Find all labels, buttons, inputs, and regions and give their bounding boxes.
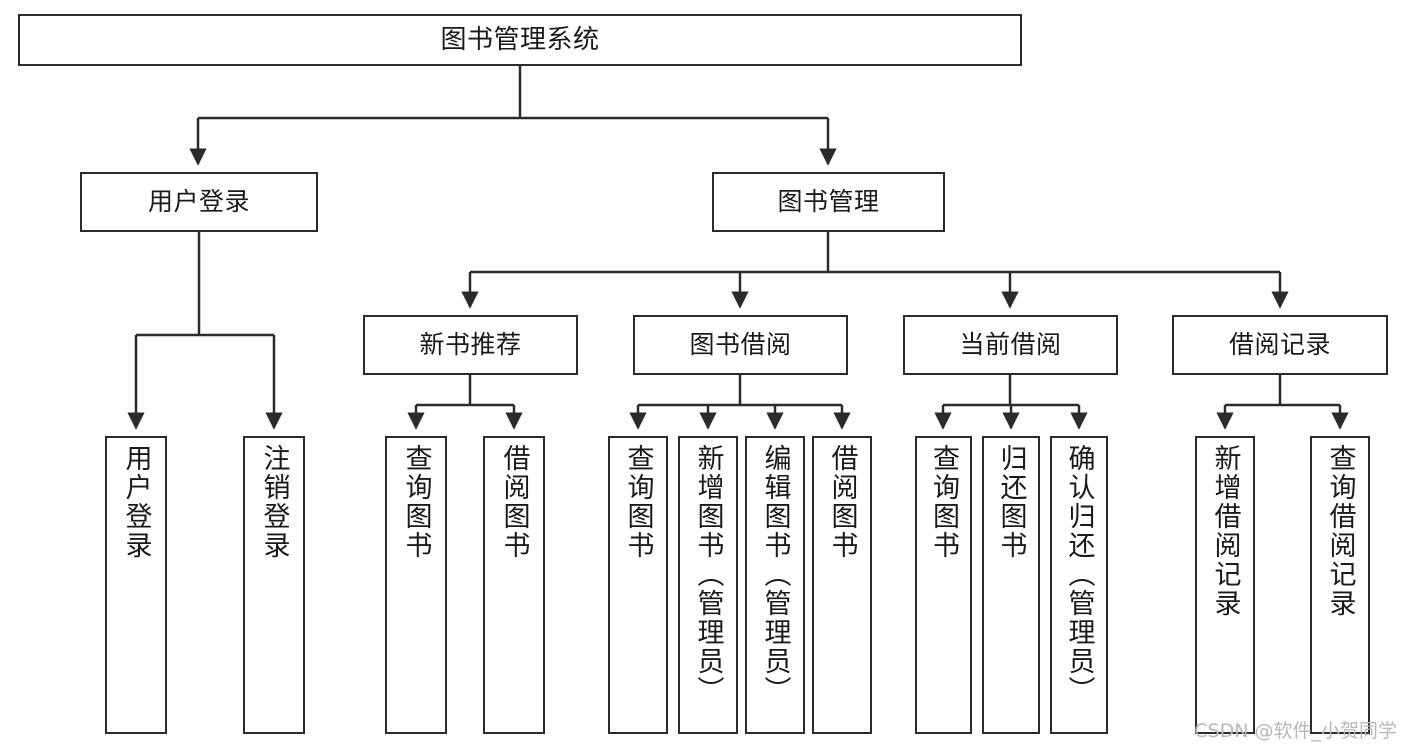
node-leaf-query-book-1[interactable]: 查询图书 [385,436,447,734]
node-new-book-rec[interactable]: 新书推荐 [363,315,578,375]
node-leaf-query-book-1-label: 查询图书 [400,444,432,560]
node-root[interactable]: 图书管理系统 [18,14,1022,66]
node-leaf-query-book-3-label: 查询图书 [928,444,959,560]
node-leaf-borrow-book-1-label: 借阅图书 [498,444,530,560]
node-leaf-borrow-book-2[interactable]: 借阅图书 [812,436,872,734]
node-book-borrow[interactable]: 图书借阅 [633,315,848,375]
node-leaf-edit-book[interactable]: 编辑图书（管理员） [745,436,805,734]
node-leaf-user-login[interactable]: 用户登录 [105,436,167,734]
node-user-login-label: 用户登录 [147,187,250,217]
node-leaf-user-login-label: 用户登录 [120,444,152,560]
node-leaf-borrow-book-2-label: 借阅图书 [826,444,858,560]
node-leaf-confirm-return-label: 确认归还（管理员） [1063,444,1095,705]
node-new-book-rec-label: 新书推荐 [419,330,522,360]
node-leaf-logout[interactable]: 注销登录 [243,436,305,734]
node-leaf-return-book[interactable]: 归还图书 [982,436,1040,734]
node-leaf-add-book[interactable]: 新增图书（管理员） [678,436,738,734]
node-leaf-logout-label: 注销登录 [258,444,290,560]
node-leaf-return-book-label: 归还图书 [995,444,1027,560]
node-book-manage-label: 图书管理 [777,187,880,217]
node-borrow-record-label: 借阅记录 [1228,330,1331,360]
node-leaf-query-book-2[interactable]: 查询图书 [608,436,668,734]
node-leaf-borrow-book-1[interactable]: 借阅图书 [483,436,545,734]
node-leaf-query-record-label: 查询借阅记录 [1324,444,1356,618]
node-leaf-query-book-2-label: 查询图书 [622,444,654,560]
node-leaf-edit-book-label: 编辑图书（管理员） [759,444,791,705]
node-book-borrow-label: 图书借阅 [689,330,792,360]
node-user-login[interactable]: 用户登录 [80,172,318,232]
node-borrow-record[interactable]: 借阅记录 [1172,315,1388,375]
watermark-text: CSDN @软件_小贺同学 [1194,720,1397,742]
node-leaf-confirm-return[interactable]: 确认归还（管理员） [1050,436,1108,734]
node-book-manage[interactable]: 图书管理 [712,172,945,232]
node-root-label: 图书管理系统 [440,24,600,55]
node-leaf-add-book-label: 新增图书（管理员） [692,444,724,705]
node-current-borrow-label: 当前借阅 [959,330,1062,360]
node-leaf-add-record[interactable]: 新增借阅记录 [1195,436,1255,734]
node-leaf-query-book-3[interactable]: 查询图书 [915,436,972,734]
node-leaf-add-record-label: 新增借阅记录 [1209,444,1241,618]
node-current-borrow[interactable]: 当前借阅 [903,315,1118,375]
node-leaf-query-record[interactable]: 查询借阅记录 [1310,436,1370,734]
